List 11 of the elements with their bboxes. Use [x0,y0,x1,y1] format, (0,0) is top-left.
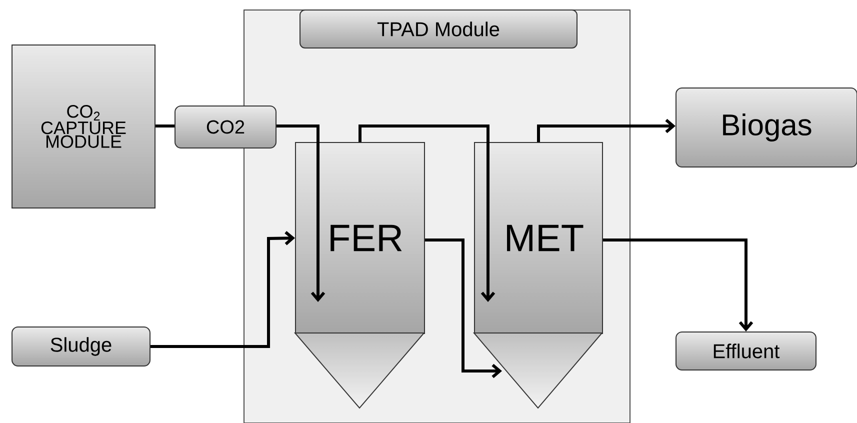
label-box: CO2 [174,106,276,148]
flow-arrow [537,118,676,142]
flow-arrow [425,238,502,378]
flow-arrow [150,231,295,348]
label-box: Effluent [676,332,816,370]
label-box: Biogas [676,88,857,168]
flow-arrow [358,124,496,302]
module-box: CO$_{2}$ CAPTURE MODULE [12,44,156,208]
flow-arrow [603,238,754,332]
label-box: Sludge [12,326,150,366]
flow-arrow [276,124,326,302]
